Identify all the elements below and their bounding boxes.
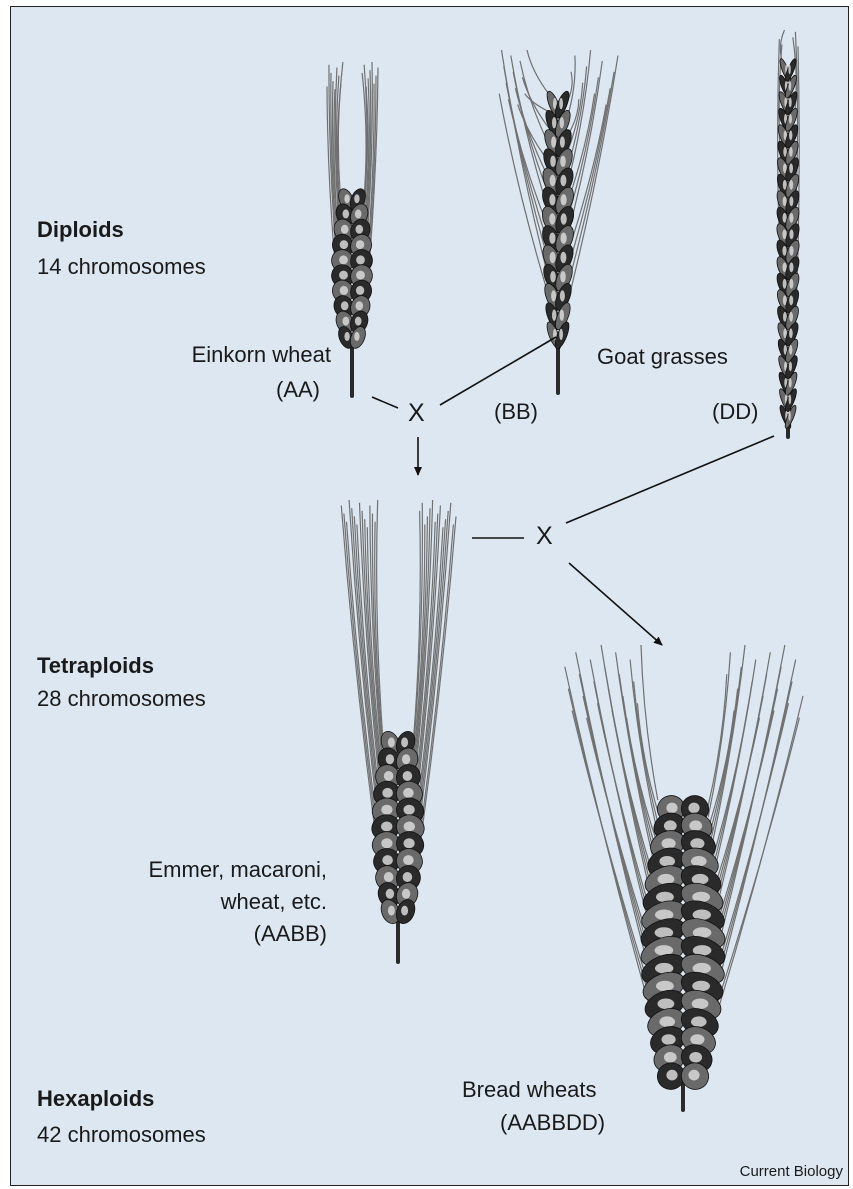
tetraploids-heading: Tetraploids (37, 653, 154, 679)
diploids-count: 14 chromosomes (37, 254, 206, 280)
hexaploids-count: 42 chromosomes (37, 1122, 206, 1148)
einkorn-wheat-spike-icon (327, 62, 378, 396)
tetraploids-count: 28 chromosomes (37, 686, 206, 712)
bb-cross-line (440, 337, 556, 405)
emmer-wheat-spike-icon (341, 500, 456, 962)
goat-grass-cross-line (566, 436, 774, 523)
bread-wheat-genome: (AABBDD) (500, 1110, 605, 1136)
goat-grass-name: Goat grasses (597, 344, 728, 370)
bread-wheat-spike-icon (565, 645, 803, 1110)
goat-grass-genome: (DD) (712, 399, 758, 425)
einkorn-cross-line (372, 397, 398, 408)
cross-symbol-tetraploid: X (536, 522, 553, 551)
bread-wheat-name: Bread wheats (462, 1077, 597, 1103)
hexaploids-heading: Hexaploids (37, 1086, 154, 1112)
bb-grass-spike-icon (499, 50, 618, 393)
einkorn-genome: (AA) (276, 377, 320, 403)
emmer-line1: Emmer, macaroni, (149, 857, 328, 883)
einkorn-name: Einkorn wheat (192, 342, 331, 368)
emmer-genome: (AABB) (254, 921, 327, 947)
journal-credit: Current Biology (740, 1163, 843, 1180)
bb-genome: (BB) (494, 399, 538, 425)
cross-symbol-diploid: X (408, 399, 425, 428)
goat-grass-spike-icon (774, 30, 802, 437)
diploids-heading: Diploids (37, 217, 124, 243)
emmer-line2: wheat, etc. (221, 889, 327, 915)
arrow-to-hexaploid (569, 563, 662, 645)
